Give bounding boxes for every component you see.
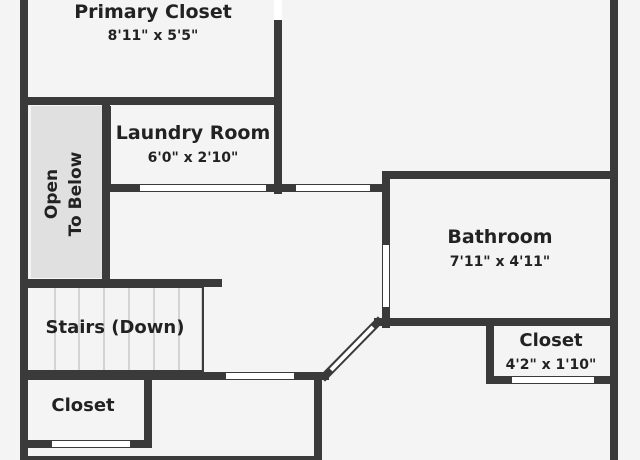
diagonal-door xyxy=(329,325,375,372)
doorways xyxy=(52,0,594,447)
laundry-room-dims: 6'0" x 2'10" xyxy=(148,150,239,166)
closet-right-dims: 4'2" x 1'10" xyxy=(506,357,597,373)
open-to-below-line2: To Below xyxy=(66,151,86,236)
stairs-opening xyxy=(26,286,204,372)
primary-closet-dims: 8'11" x 5'5" xyxy=(108,28,199,44)
bathroom-dims: 7'11" x 4'11" xyxy=(450,254,550,270)
primary-closet-name: Primary Closet xyxy=(74,1,232,23)
laundry-room-name: Laundry Room xyxy=(116,122,271,144)
closet-right-name: Closet xyxy=(519,330,583,351)
open-to-below-label: Open To Below xyxy=(42,151,86,236)
open-to-below-area xyxy=(31,106,103,278)
stairs-name: Stairs (Down) xyxy=(46,317,185,338)
open-to-below-line1: Open xyxy=(42,169,62,219)
closet-left-name: Closet xyxy=(51,395,115,416)
bathroom-name: Bathroom xyxy=(447,226,552,248)
